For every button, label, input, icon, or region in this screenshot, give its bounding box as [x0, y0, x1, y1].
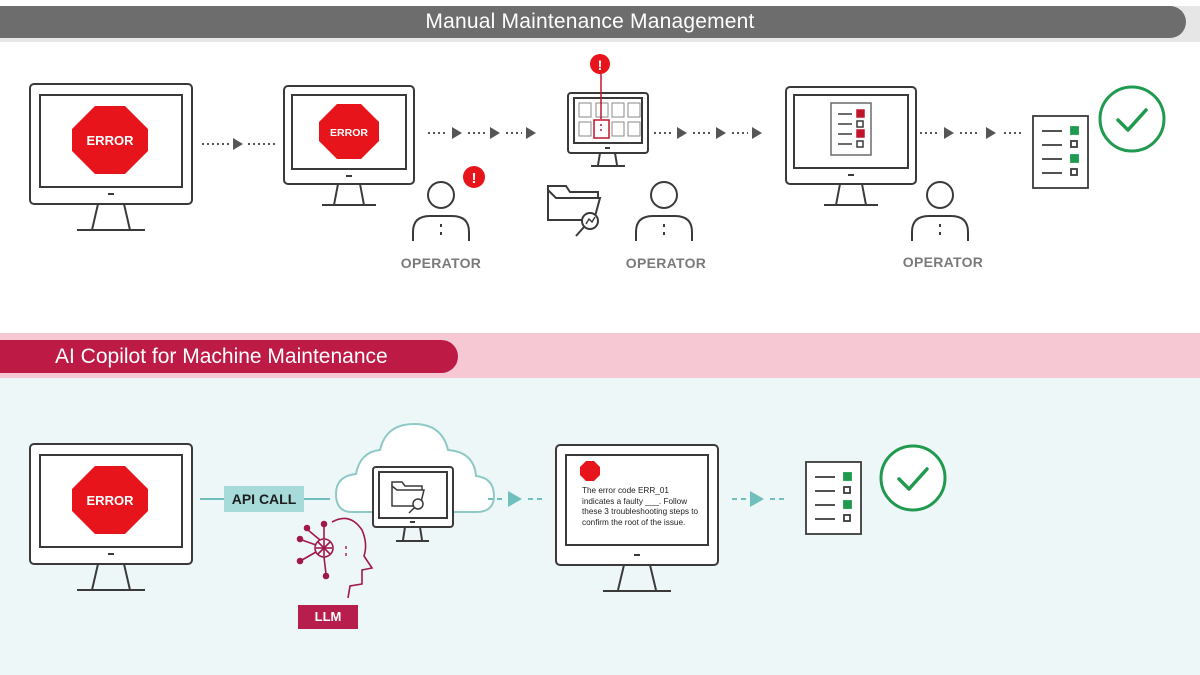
ai-head-icon	[296, 517, 374, 599]
folder-search-icon	[391, 481, 425, 514]
flow-arrow	[202, 138, 276, 150]
manual-title: Manual Maintenance Management	[425, 10, 755, 33]
api-call-label: API CALL	[224, 486, 304, 512]
error-label: ERROR	[87, 133, 135, 148]
operator-label: OPERATOR	[902, 254, 984, 270]
error-label: ERROR	[330, 127, 368, 139]
llm-label: LLM	[298, 605, 358, 629]
flow-arrow	[654, 127, 762, 139]
folder-search-icon	[547, 185, 602, 237]
svg-text:!: !	[598, 57, 603, 73]
operator-label: OPERATOR	[400, 255, 482, 271]
checklist-icon	[830, 102, 872, 156]
operator-label: OPERATOR	[625, 255, 707, 271]
success-check-icon	[879, 444, 947, 512]
error-stop-icon: ERROR	[72, 106, 148, 174]
error-message-text: The error code ERR_01 indicates a faulty…	[582, 486, 699, 527]
flow-arrow	[920, 127, 1022, 139]
svg-text:!: !	[472, 170, 477, 187]
operator-person-icon	[635, 181, 693, 241]
flow-arrow	[428, 127, 536, 139]
manual-header-pill	[0, 6, 1186, 38]
operator-person-icon	[412, 181, 470, 241]
error-label: ERROR	[87, 493, 135, 508]
success-check-icon	[1098, 85, 1166, 153]
flow-arrow	[488, 491, 542, 507]
error-stop-icon: ERROR	[72, 466, 148, 534]
error-stop-icon: ERROR	[319, 104, 379, 159]
copilot-title: AI Copilot for Machine Maintenance	[55, 345, 388, 368]
operator-person-icon	[911, 181, 969, 241]
flow-arrow	[732, 491, 784, 507]
error-stop-icon	[580, 461, 600, 481]
completed-checklist-icon	[805, 461, 862, 535]
alert-icon: !	[590, 54, 610, 74]
alert-icon: !	[463, 166, 485, 188]
copilot-header-pill	[0, 340, 458, 373]
document-grid-icon	[578, 102, 641, 139]
completed-checklist-icon	[1032, 115, 1089, 189]
